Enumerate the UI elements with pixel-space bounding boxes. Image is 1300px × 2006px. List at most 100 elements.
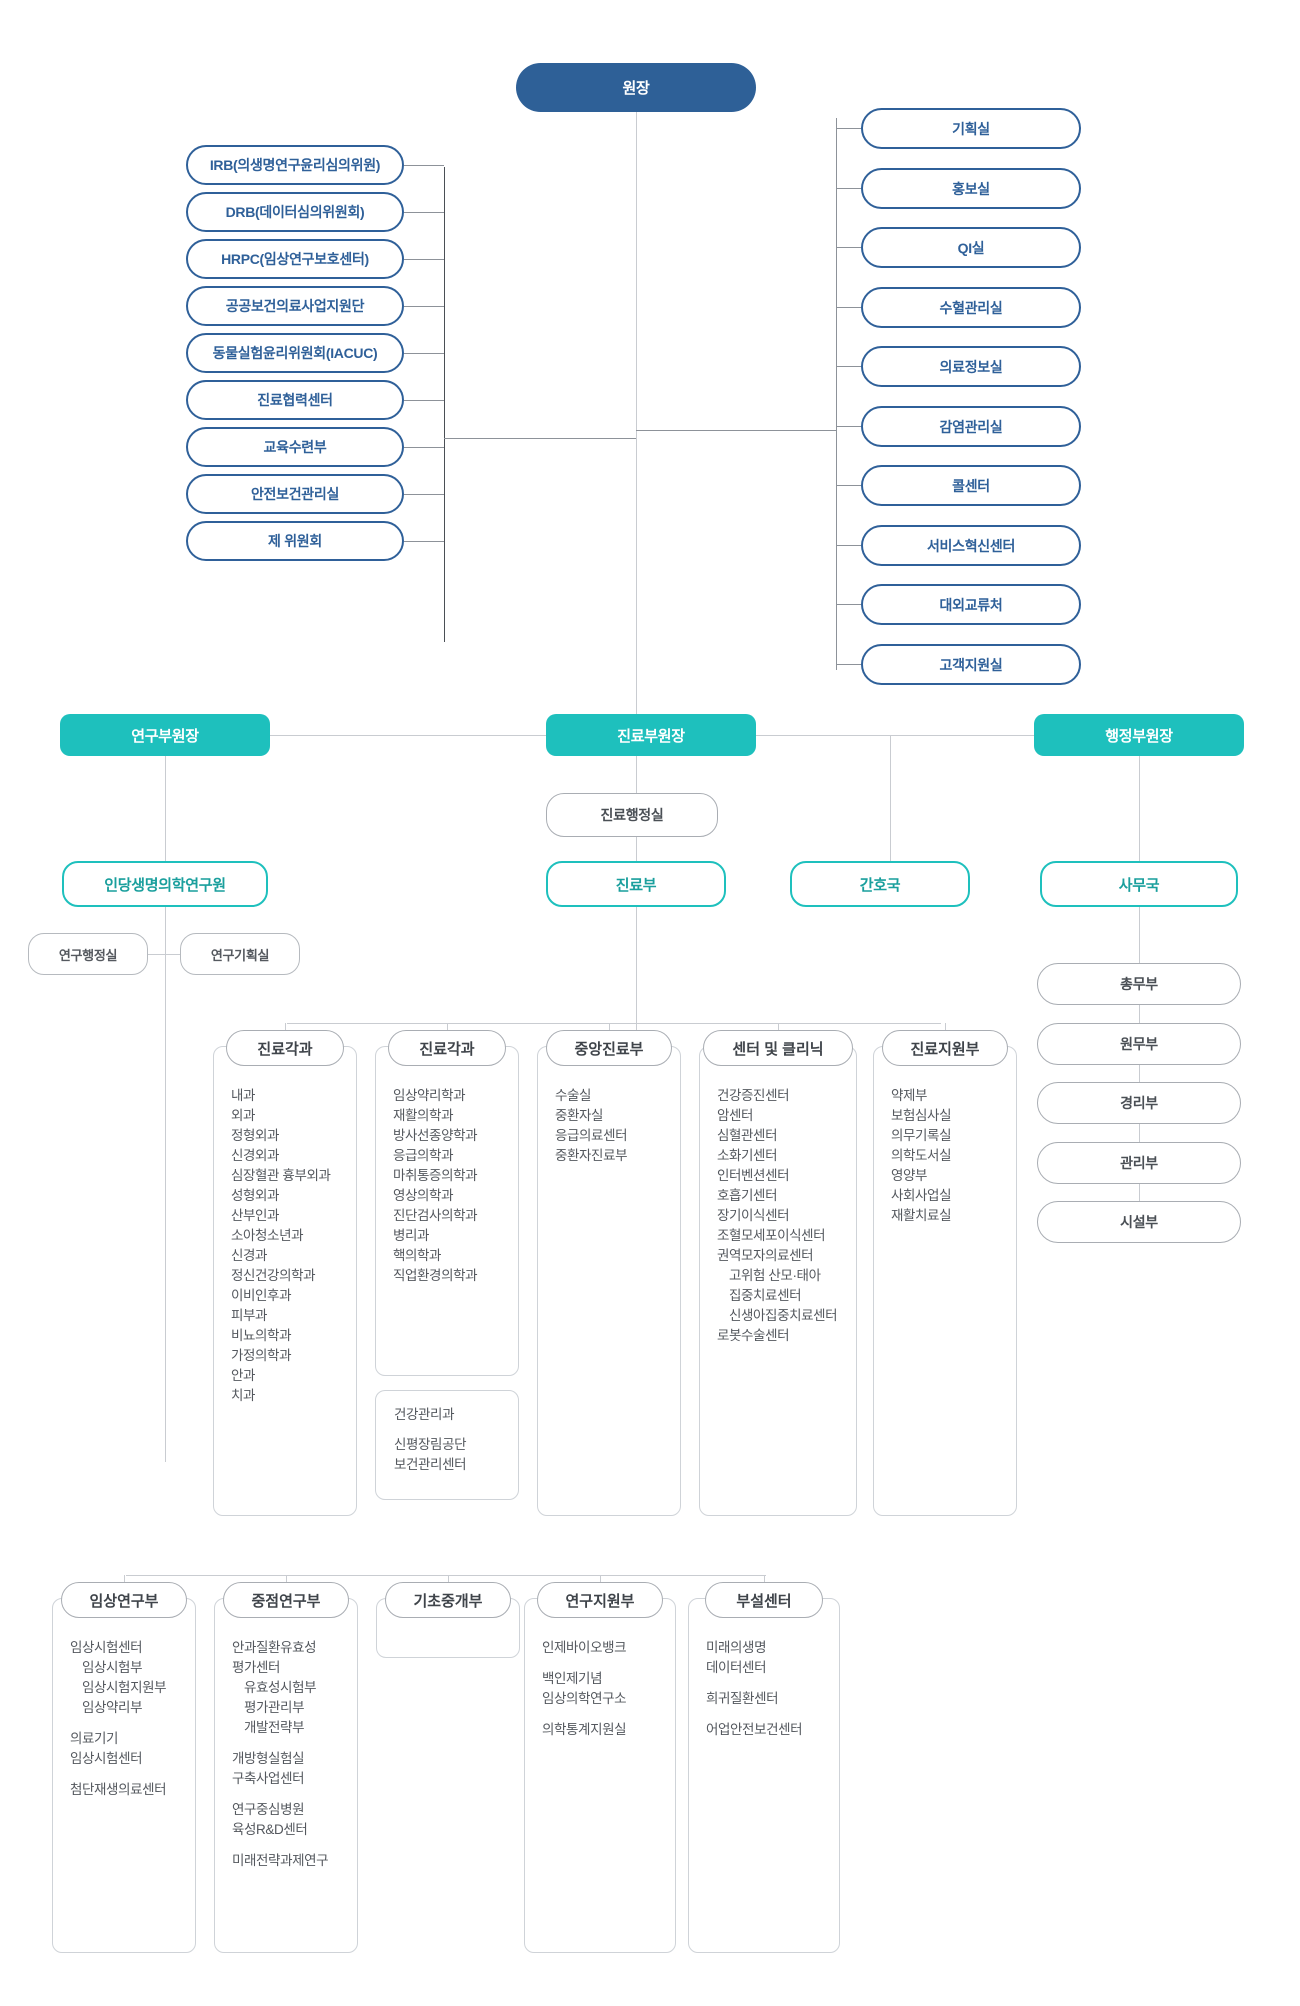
node-committee-5[interactable]: 진료협력센터: [186, 380, 404, 420]
list-item: 임상약리학과: [393, 1088, 466, 1103]
line-research-vice-down: [165, 756, 166, 884]
group-card: [688, 1598, 840, 1953]
node-label: QI실: [957, 239, 985, 256]
line-office-2: [836, 247, 861, 248]
line-left-spine: [444, 167, 445, 642]
node-label: 관리부: [1120, 1155, 1158, 1171]
group-title[interactable]: 진료지원부: [882, 1030, 1008, 1066]
node-office-1[interactable]: 홍보실: [861, 168, 1081, 209]
group-title[interactable]: 진료각과: [388, 1030, 506, 1066]
node-research-admin-office[interactable]: 연구행정실: [28, 933, 148, 975]
line-research-groups-bus: [126, 1575, 766, 1576]
line-nursing-down: [890, 735, 891, 877]
node-vice-director-research[interactable]: 연구부원장: [60, 714, 270, 756]
node-office-9[interactable]: 고객지원실: [861, 644, 1081, 685]
line-office-1: [836, 188, 861, 189]
node-office-0[interactable]: 기획실: [861, 108, 1081, 149]
list-item: 유효성시험부: [244, 1679, 317, 1695]
node-office-3[interactable]: 수혈관리실: [861, 287, 1081, 328]
node-label: 기획실: [952, 120, 990, 137]
node-vice-director-admin[interactable]: 행정부원장: [1034, 714, 1244, 756]
node-research-planning-office[interactable]: 연구기획실: [180, 933, 300, 975]
node-vice-director-clinical[interactable]: 진료부원장: [546, 714, 756, 756]
node-clinical-admin-office[interactable]: 진료행정실: [546, 793, 718, 837]
node-committee-3[interactable]: 공공보건의료사업지원단: [186, 286, 404, 326]
group-title[interactable]: 진료각과: [226, 1030, 344, 1066]
node-office-5[interactable]: 감염관리실: [861, 406, 1081, 447]
node-committee-2[interactable]: HRPC(임상연구보호센터): [186, 239, 404, 279]
node-committee-7[interactable]: 안전보건관리실: [186, 474, 404, 514]
line-clinical-groups-bus: [287, 1023, 941, 1024]
node-admin-child-2[interactable]: 경리부: [1037, 1082, 1241, 1124]
line-office-9: [836, 664, 861, 665]
node-admin-bureau[interactable]: 사무국: [1040, 861, 1238, 907]
group-title-label: 연구지원부: [565, 1592, 635, 1610]
list-item: 약제부: [891, 1088, 928, 1103]
node-label: 의료정보실: [939, 358, 1003, 375]
node-office-7[interactable]: 서비스혁신센터: [861, 525, 1081, 566]
node-label: 감염관리실: [939, 418, 1003, 435]
node-office-8[interactable]: 대외교류처: [861, 584, 1081, 625]
group-title[interactable]: 기초중개부: [385, 1582, 511, 1618]
line-institute-down: [165, 907, 166, 1462]
group-card: [375, 1046, 519, 1376]
group-title[interactable]: 임상연구부: [61, 1582, 187, 1618]
list-item: 피부과: [231, 1307, 268, 1323]
node-label: IRB(의생명연구윤리심의위원): [209, 157, 381, 173]
list-item: 연구중심병원 육성R&D센터: [232, 1801, 308, 1837]
group-title[interactable]: 연구지원부: [537, 1582, 663, 1618]
node-admin-child-0[interactable]: 총무부: [1037, 963, 1241, 1005]
list-item: 소화기센터: [717, 1147, 778, 1163]
list-item: 로봇수술센터: [717, 1327, 790, 1343]
node-office-4[interactable]: 의료정보실: [861, 346, 1081, 387]
node-label: 진료협력센터: [257, 392, 333, 408]
list-item: 미래전략과제연구: [232, 1852, 329, 1868]
list-item: 재활치료실: [891, 1207, 952, 1223]
list-item: 고위험 산모·태아 집중치료센터: [729, 1267, 821, 1303]
line-office-3: [836, 307, 861, 308]
list-item: 중환자진료부: [555, 1147, 628, 1163]
node-clinical-department[interactable]: 진료부: [546, 861, 726, 907]
group-title[interactable]: 센터 및 클리닉: [703, 1030, 853, 1066]
list-item: 암센터: [717, 1107, 754, 1123]
list-item: 조혈모세포이식센터: [717, 1227, 826, 1243]
node-admin-child-4[interactable]: 시설부: [1037, 1201, 1241, 1243]
group-title[interactable]: 부설센터: [705, 1582, 823, 1618]
line-office-4: [836, 366, 861, 367]
node-nursing-bureau[interactable]: 간호국: [790, 861, 970, 907]
group-title[interactable]: 중앙진료부: [546, 1030, 672, 1066]
node-admin-child-3[interactable]: 관리부: [1037, 1142, 1241, 1184]
node-committee-1[interactable]: DRB(데이터심의위원회): [186, 192, 404, 232]
list-item: 성형외과: [231, 1187, 280, 1203]
list-item: 가정의학과: [231, 1347, 292, 1363]
line-committee-2: [404, 259, 444, 260]
node-office-6[interactable]: 콜센터: [861, 465, 1081, 506]
node-committee-0[interactable]: IRB(의생명연구윤리심의위원): [186, 145, 404, 185]
node-committee-4[interactable]: 동물실험윤리위원회(IACUC): [186, 333, 404, 373]
line-office-0: [836, 128, 861, 129]
group-card: [213, 1046, 357, 1516]
line-committee-5: [404, 400, 444, 401]
node-label: 진료부: [615, 876, 657, 894]
list-item: 평가관리부: [244, 1699, 305, 1715]
node-committee-8[interactable]: 제 위원회: [186, 521, 404, 561]
node-root-director[interactable]: 원장: [516, 63, 756, 112]
list-item: 장기이식센터: [717, 1207, 790, 1223]
node-admin-child-1[interactable]: 원무부: [1037, 1023, 1241, 1065]
list-item: 권역모자의료센터: [717, 1247, 814, 1263]
node-research-institute[interactable]: 인당생명의학연구원: [62, 861, 268, 907]
node-label: 홍보실: [952, 180, 990, 197]
list-item: 이비인후과: [231, 1287, 292, 1303]
node-label: 연구부원장: [131, 727, 199, 745]
node-label: 교육수련부: [263, 439, 327, 455]
node-committee-6[interactable]: 교육수련부: [186, 427, 404, 467]
list-item: 비뇨의학과: [231, 1327, 292, 1343]
node-office-2[interactable]: QI실: [861, 227, 1081, 268]
list-item: 마취통증의학과: [393, 1167, 478, 1183]
group-title[interactable]: 중점연구부: [223, 1582, 349, 1618]
